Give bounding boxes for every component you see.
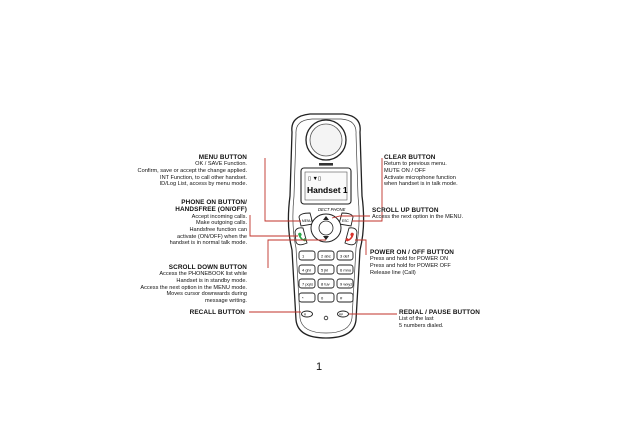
keypad-key[interactable]: 5 jkl: [317, 264, 335, 275]
phone-on-desc-1: Accept incoming calls.: [191, 213, 247, 220]
clear-desc-1: Return to previous menu.: [384, 161, 447, 168]
display-icons: ▯ ▼▯: [308, 176, 321, 182]
keypad-key[interactable]: 0: [317, 292, 335, 303]
keypad-key-label: 1: [302, 253, 305, 258]
phone-green-icon: [298, 232, 307, 242]
power-button-label: POWER ON / OFF BUTTON Press and hold for…: [370, 249, 454, 276]
keypad-key[interactable]: 7 pqrs: [298, 278, 316, 289]
menu-button[interactable]: MENU: [298, 212, 314, 227]
clear-title: CLEAR BUTTON: [384, 154, 436, 161]
keypad-key-label: 3 def: [340, 253, 350, 258]
power-desc-3: Release line (Call): [370, 269, 416, 276]
phone-on-desc-4: Handsfree function can: [189, 227, 247, 233]
redial-desc-2: 5 numbers dialed.: [399, 323, 444, 329]
redial-button-label: REDIAL / PAUSE BUTTON List of the last 5…: [399, 309, 480, 330]
scroll-down-desc-4: Moves cursor downwards during: [166, 291, 247, 298]
display-line-1: Handset 1: [307, 185, 348, 195]
keypad-key-label: 2 abc: [321, 253, 331, 258]
brand-logo: [319, 163, 333, 166]
keypad-key[interactable]: *: [298, 292, 316, 303]
scroll-down-desc-1: Access the PHONEBOOK list while: [159, 271, 247, 278]
keypad: 1 2 abc 3 def 4 ghi 5 jkl 6 mno 7 pqrs 8 tuv 9 w…: [298, 250, 354, 303]
keypad-key-label: 4 ghi: [302, 267, 311, 272]
menu-desc-4: ID/Log List, access by menu mode.: [159, 181, 247, 188]
phone-red-icon: [345, 232, 354, 242]
menu-desc-2: Confirm, save or accept the change appli…: [137, 168, 247, 174]
keypad-key[interactable]: 8 tuv: [317, 278, 335, 289]
recall-title: RECALL BUTTON: [189, 309, 245, 316]
phone-on-desc-2: Make outgoing calls.: [196, 220, 247, 227]
scroll-down-desc-5: message writing.: [205, 297, 247, 304]
scroll-down-button-label: SCROLL DOWN BUTTON Access the PHONEBOOK …: [140, 264, 247, 304]
menu-button-title: MENU BUTTON: [198, 154, 247, 161]
scroll-down-desc-3: Access the next option in the MENU mode.: [140, 284, 247, 291]
clear-desc-2: MUTE ON / OFF: [384, 168, 426, 174]
microphone-icon: [323, 315, 329, 321]
keypad-key[interactable]: 1: [298, 250, 316, 261]
callout-phone-on-line: [249, 215, 298, 237]
phone-on-title-2: HANDSFREE (ON/OFF): [175, 206, 247, 214]
keypad-key[interactable]: 6 mno: [336, 264, 354, 275]
brand-text: DECT PHONE: [318, 207, 346, 212]
redial-desc-1: List of the last: [399, 316, 434, 323]
keypad-key-label: *: [302, 295, 304, 300]
keypad-key-label: 8 tuv: [321, 281, 330, 286]
clear-desc-3: Activate microphone function: [384, 174, 456, 181]
svg-text:ESC: ESC: [342, 219, 349, 223]
callout-power-line: [355, 239, 367, 255]
power-title: POWER ON / OFF BUTTON: [370, 249, 454, 256]
keypad-key[interactable]: 3 def: [336, 250, 354, 261]
svg-text:RP: RP: [339, 313, 343, 317]
scroll-down-icon: [323, 236, 329, 240]
keypad-key[interactable]: 2 abc: [317, 250, 335, 261]
callout-menu-line: [264, 158, 301, 222]
menu-desc-3: INT Function, to call other handset.: [160, 174, 247, 181]
keypad-key[interactable]: 9 wxyz: [336, 278, 354, 289]
scroll-down-desc-2: Handset is in standby mode.: [176, 278, 247, 284]
svg-text:MENU: MENU: [302, 219, 312, 223]
recall-button[interactable]: R: [301, 310, 313, 318]
power-off-button[interactable]: [344, 227, 358, 246]
scroll-up-desc-1: Access the next option in the MENU.: [372, 214, 464, 221]
keypad-key-label: 5 jkl: [321, 267, 328, 272]
scroll-down-title: SCROLL DOWN BUTTON: [168, 264, 247, 271]
svg-text:R: R: [304, 313, 307, 317]
menu-desc-1: OK / SAVE Function.: [195, 161, 247, 168]
keypad-key-label: 7 pqrs: [302, 281, 313, 286]
scroll-up-icon: [323, 216, 329, 220]
keypad-key-label: #: [340, 295, 343, 300]
callout-scroll-up-line: [331, 215, 370, 219]
recall-button-label: RECALL BUTTON: [190, 309, 245, 316]
redial-button[interactable]: RP: [337, 310, 349, 318]
phone-on-button-label: PHONE ON BUTTON/ HANDSFREE (ON/OFF) Acce…: [170, 199, 247, 247]
clear-button-label: CLEAR BUTTON Return to previous menu. MU…: [384, 154, 458, 188]
menu-button-label: MENU BUTTON OK / SAVE Function. Confirm,…: [138, 154, 247, 188]
nav-center: [318, 220, 334, 236]
page-number: 1: [316, 361, 323, 373]
display-screen: [304, 171, 348, 201]
phone-on-button[interactable]: [294, 227, 308, 246]
keypad-key-label: 0: [321, 295, 324, 300]
power-desc-1: Press and hold for POWER ON: [370, 256, 449, 263]
callout-scroll-down-line: [267, 239, 326, 268]
phone-on-desc-5: activate (ON/OFF) when the: [177, 233, 247, 240]
earpiece-icon: [305, 119, 347, 161]
phone-on-title-1: PHONE ON BUTTON/: [181, 199, 247, 206]
callout-clear-line: [352, 158, 383, 222]
phone-on-desc-6: handset is in normal talk mode.: [169, 240, 247, 247]
keypad-key-label: 9 wxyz: [340, 281, 352, 286]
keypad-key[interactable]: 4 ghi: [298, 264, 316, 275]
keypad-key-label: 6 mno: [340, 267, 352, 272]
clear-button[interactable]: ESC: [338, 212, 354, 227]
scroll-up-button-label: SCROLL UP BUTTON Access the next option …: [372, 207, 463, 221]
keypad-key[interactable]: #: [336, 292, 354, 303]
clear-desc-4: when handset is in talk mode.: [384, 181, 458, 188]
scroll-up-title: SCROLL UP BUTTON: [372, 207, 439, 214]
redial-title: REDIAL / PAUSE BUTTON: [399, 309, 480, 316]
power-desc-2: Press and hold for POWER OFF: [370, 263, 451, 269]
